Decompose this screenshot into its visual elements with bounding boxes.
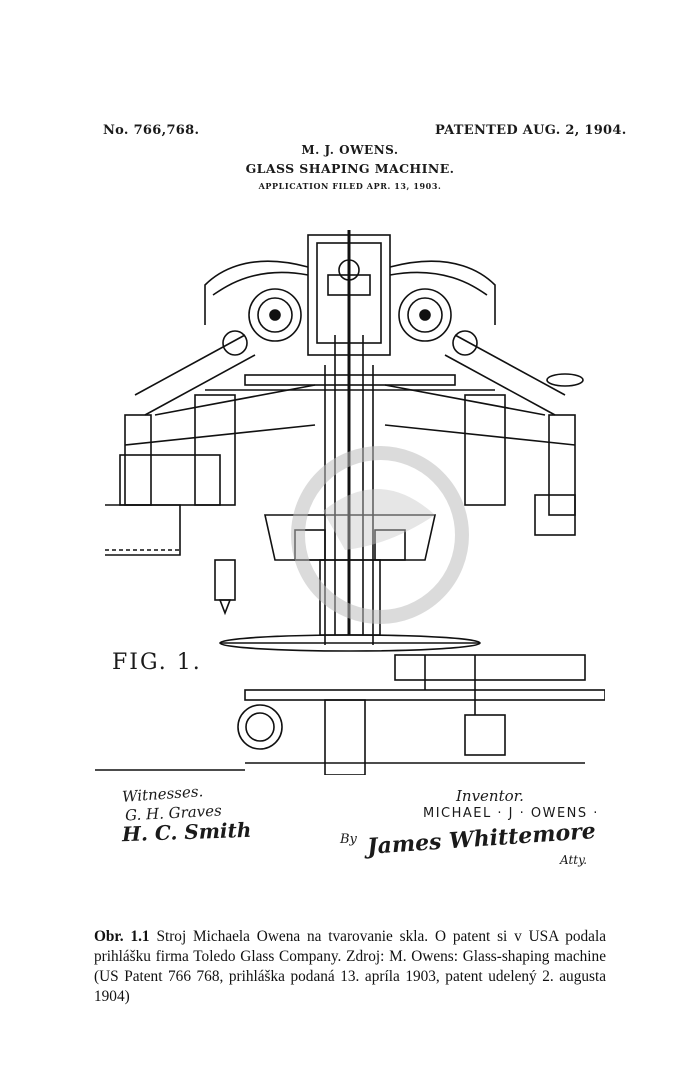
patent-number: No. 766,768. [103,123,200,138]
patent-filed-line: APPLICATION FILED APR. 13, 1903. [258,181,442,191]
patent-inventor-header: M. J. OWENS. [301,143,399,157]
patent-title: GLASS SHAPING MACHINE. [245,161,455,176]
patent-date: PATENTED AUG. 2, 1904. [435,123,627,138]
machine-drawing [95,230,605,775]
figure-label: FIG. 1. [112,650,202,675]
figure-caption: Obr. 1.1 Stroj Michaela Owena na tvarova… [94,927,606,1007]
attorney-suffix: Atty. [560,853,588,867]
witness-signature-2: H. C. Smith [121,817,252,847]
patent-drawing-page: No. 766,768. PATENTED AUG. 2, 1904. M. J… [95,123,627,867]
caption-label: Obr. 1.1 [94,928,150,945]
inventor-label: Inventor. [456,787,524,805]
by-label: By [340,832,357,847]
caption-text: Stroj Michaela Owena na tvarovanie skla.… [94,928,607,1005]
inventor-name: MICHAEL · J · OWENS · [423,806,599,821]
